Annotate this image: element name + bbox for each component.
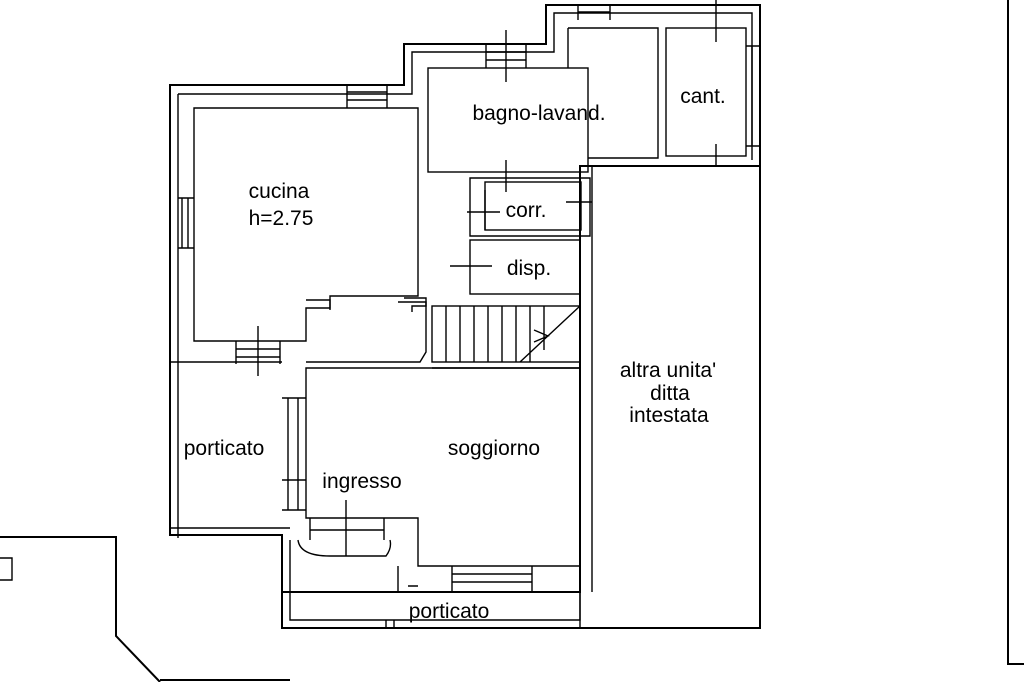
cantina-window	[746, 45, 760, 147]
bagno-window-top	[577, 5, 611, 20]
label-cucina-height: h=2.75	[249, 207, 314, 230]
label-portico-bottom: porticato	[409, 600, 490, 623]
label-soggiorno: soggiorno	[448, 437, 540, 460]
bagno-outline-ext	[567, 27, 659, 159]
label-cucina: cucina	[249, 180, 310, 203]
stair-notch-right	[404, 297, 427, 312]
label-altra-1: altra unita'	[620, 359, 716, 382]
stair-notch-left	[306, 299, 331, 310]
exterior-wall-inner	[178, 12, 753, 160]
staircase	[431, 305, 581, 363]
ingresso-window	[282, 397, 306, 511]
cucina-window-top	[346, 85, 388, 108]
label-ingresso: ingresso	[322, 470, 401, 493]
entrance-door	[297, 500, 392, 557]
exterior-wall-outer	[169, 4, 761, 593]
portico-post	[397, 566, 418, 592]
site-boundary-left	[0, 536, 161, 682]
label-bagno: bagno-lavand.	[472, 102, 605, 125]
soggiorno-outline	[305, 367, 581, 567]
bagno-outline	[427, 67, 589, 173]
cucina-door-bottom	[235, 326, 281, 376]
portico-left-outline	[170, 361, 282, 538]
label-corridoio: corr.	[506, 199, 547, 222]
label-dispensa: disp.	[507, 257, 551, 280]
label-altra-2: ditta	[650, 382, 690, 405]
altra-unita-wall	[579, 166, 593, 628]
portico-bottom-outline	[281, 166, 761, 629]
cantina-outline	[665, 27, 747, 157]
staircase-wall	[306, 301, 580, 369]
soggiorno-window	[451, 566, 533, 592]
label-altra-3: intestata	[629, 404, 709, 427]
cucina-window-left	[178, 197, 194, 249]
bagno-window	[485, 30, 527, 82]
portico-bottom-inner	[289, 540, 581, 628]
site-boundary-left-2	[0, 557, 13, 581]
corridoio-frame	[469, 177, 591, 237]
dispensa-outline	[469, 239, 581, 295]
site-boundary-right	[1007, 0, 1024, 665]
label-portico-left: porticato	[184, 437, 265, 460]
label-cantina: cant.	[680, 85, 726, 108]
staircase-steps	[445, 305, 581, 363]
corridoio-door	[467, 160, 592, 230]
exterior-wall-inner-left	[177, 94, 290, 529]
